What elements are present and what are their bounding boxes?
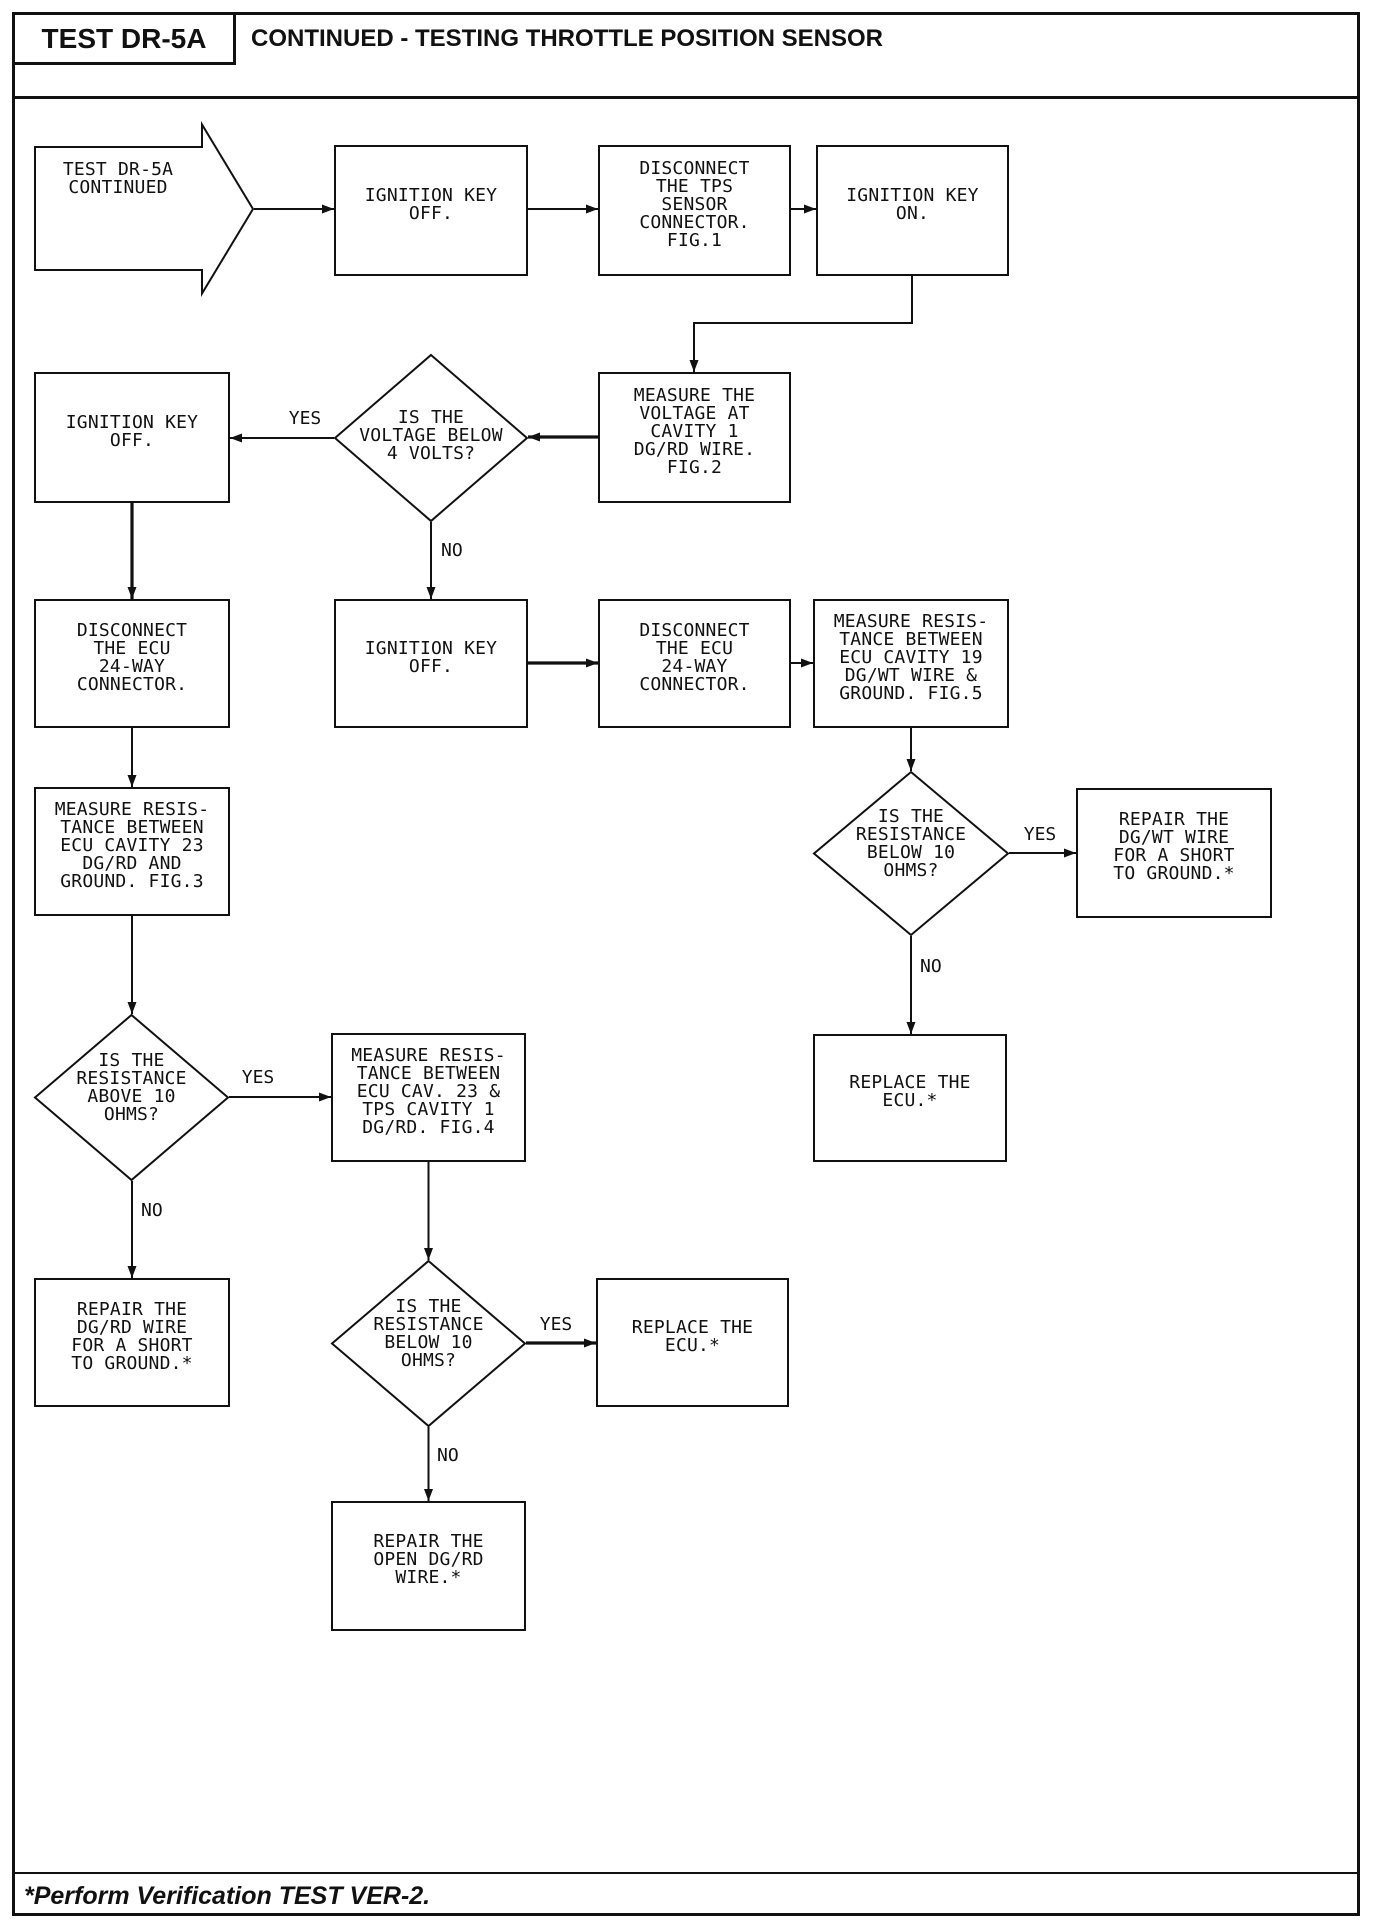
- step-label: REPLACE THE ECU.*: [849, 1072, 971, 1111]
- no-label-cavity-19: NO: [920, 956, 942, 977]
- decision-cavity-23-resistance-above-10: IS THE RESISTANCE ABOVE 10 OHMS?: [33, 1013, 230, 1182]
- decision-label: IS THE VOLTAGE BELOW 4 VOLTS?: [359, 407, 503, 464]
- decision-label: IS THE RESISTANCE ABOVE 10 OHMS?: [76, 1049, 187, 1125]
- diamond-shape: [812, 770, 1010, 937]
- decision-label: IS THE RESISTANCE BELOW 10 OHMS?: [373, 1295, 484, 1371]
- decision-voltage-below-4-volts: IS THE VOLTAGE BELOW 4 VOLTS?: [333, 353, 529, 523]
- step-label: IGNITION KEY OFF.: [364, 637, 498, 677]
- step-label: MEASURE RESIS- TANCE BETWEEN ECU CAVITY …: [54, 798, 210, 892]
- step-label: REPAIR THE DG/WT WIRE FOR A SHORT TO GRO…: [1113, 809, 1235, 884]
- start-arrow: TEST DR-5A CONTINUED: [34, 120, 255, 298]
- step-ignition-key-off-yes-branch: IGNITION KEY OFF.: [34, 372, 230, 503]
- no-label-cav-23-tps: NO: [437, 1445, 459, 1466]
- diamond-shape: [330, 1259, 527, 1428]
- step-label: MEASURE THE VOLTAGE AT CAVITY 1 DG/RD WI…: [633, 384, 756, 478]
- no-label-cavity-23: NO: [141, 1200, 163, 1221]
- step-label: DISCONNECT THE ECU 24-WAY CONNECTOR.: [639, 619, 750, 695]
- step-repair-dgwt-wire-short: REPAIR THE DG/WT WIRE FOR A SHORT TO GRO…: [1076, 788, 1272, 918]
- step-disconnect-ecu-connector-left: DISCONNECT THE ECU 24-WAY CONNECTOR.: [34, 599, 230, 728]
- step-label: IGNITION KEY ON.: [846, 184, 979, 224]
- step-label: MEASURE RESIS- TANCE BETWEEN ECU CAV. 23…: [351, 1044, 506, 1138]
- step-ignition-key-on: IGNITION KEY ON.: [816, 145, 1009, 276]
- diamond-shape: [333, 353, 529, 523]
- test-id-label: TEST DR-5A: [41, 22, 207, 54]
- step-measure-resistance-cavity-19: MEASURE RESIS- TANCE BETWEEN ECU CAVITY …: [813, 599, 1009, 728]
- step-measure-resistance-cavity-23: MEASURE RESIS- TANCE BETWEEN ECU CAVITY …: [34, 787, 230, 916]
- step-label: DISCONNECT THE ECU 24-WAY CONNECTOR.: [76, 619, 188, 695]
- step-replace-ecu-1: REPLACE THE ECU.*: [813, 1034, 1007, 1162]
- step-disconnect-tps-connector: DISCONNECT THE TPS SENSOR CONNECTOR. FIG…: [598, 145, 791, 276]
- yes-label-cav-23-tps: YES: [540, 1314, 573, 1335]
- step-label: REPLACE THE ECU.*: [631, 1316, 754, 1356]
- decision-label: IS THE RESISTANCE BELOW 10 OHMS?: [855, 805, 967, 881]
- step-replace-ecu-2: REPLACE THE ECU.*: [596, 1278, 789, 1407]
- footer-note: *Perform Verification TEST VER-2.: [24, 1881, 431, 1910]
- step-measure-voltage-cavity-1: MEASURE THE VOLTAGE AT CAVITY 1 DG/RD WI…: [598, 372, 791, 503]
- step-measure-resistance-cav-23-tps-cavity-1: MEASURE RESIS- TANCE BETWEEN ECU CAV. 23…: [331, 1033, 526, 1162]
- step-disconnect-ecu-connector-right: DISCONNECT THE ECU 24-WAY CONNECTOR.: [598, 599, 791, 728]
- step-label: REPAIR THE DG/RD WIRE FOR A SHORT TO GRO…: [71, 1298, 193, 1374]
- yes-label-cavity-19: YES: [1024, 824, 1057, 845]
- diamond-shape: [33, 1013, 230, 1182]
- page-title: CONTINUED - TESTING THROTTLE POSITION SE…: [251, 24, 884, 52]
- step-label: IGNITION KEY OFF.: [65, 411, 199, 451]
- decision-cavity-19-resistance-below-10: IS THE RESISTANCE BELOW 10 OHMS?: [812, 770, 1010, 937]
- start-arrow-label: TEST DR-5A CONTINUED: [62, 159, 174, 198]
- step-ignition-key-off-no-branch: IGNITION KEY OFF.: [334, 599, 528, 728]
- no-label-voltage: NO: [441, 540, 463, 561]
- step-label: IGNITION KEY OFF.: [364, 184, 498, 224]
- page-frame: [12, 12, 1360, 1916]
- yes-label-cavity-23: YES: [242, 1067, 275, 1088]
- step-repair-open-dgrd-wire: REPAIR THE OPEN DG/RD WIRE.*: [331, 1501, 526, 1631]
- header-divider: [12, 96, 1360, 99]
- step-label: MEASURE RESIS- TANCE BETWEEN ECU CAVITY …: [833, 610, 989, 704]
- step-ignition-key-off: IGNITION KEY OFF.: [334, 145, 528, 276]
- step-label: DISCONNECT THE TPS SENSOR CONNECTOR. FIG…: [639, 157, 750, 251]
- footer-divider: [12, 1872, 1360, 1874]
- yes-label-voltage: YES: [289, 408, 322, 429]
- decision-cav-23-tps-resistance-below-10: IS THE RESISTANCE BELOW 10 OHMS?: [330, 1259, 527, 1428]
- test-id-box: TEST DR-5A: [12, 12, 236, 65]
- step-repair-dgrd-wire-short: REPAIR THE DG/RD WIRE FOR A SHORT TO GRO…: [34, 1278, 230, 1407]
- connector-ignition-on-to-measure-voltage: [689, 276, 913, 372]
- step-label: REPAIR THE OPEN DG/RD WIRE.*: [373, 1531, 484, 1588]
- start-arrow-shape: [34, 120, 255, 298]
